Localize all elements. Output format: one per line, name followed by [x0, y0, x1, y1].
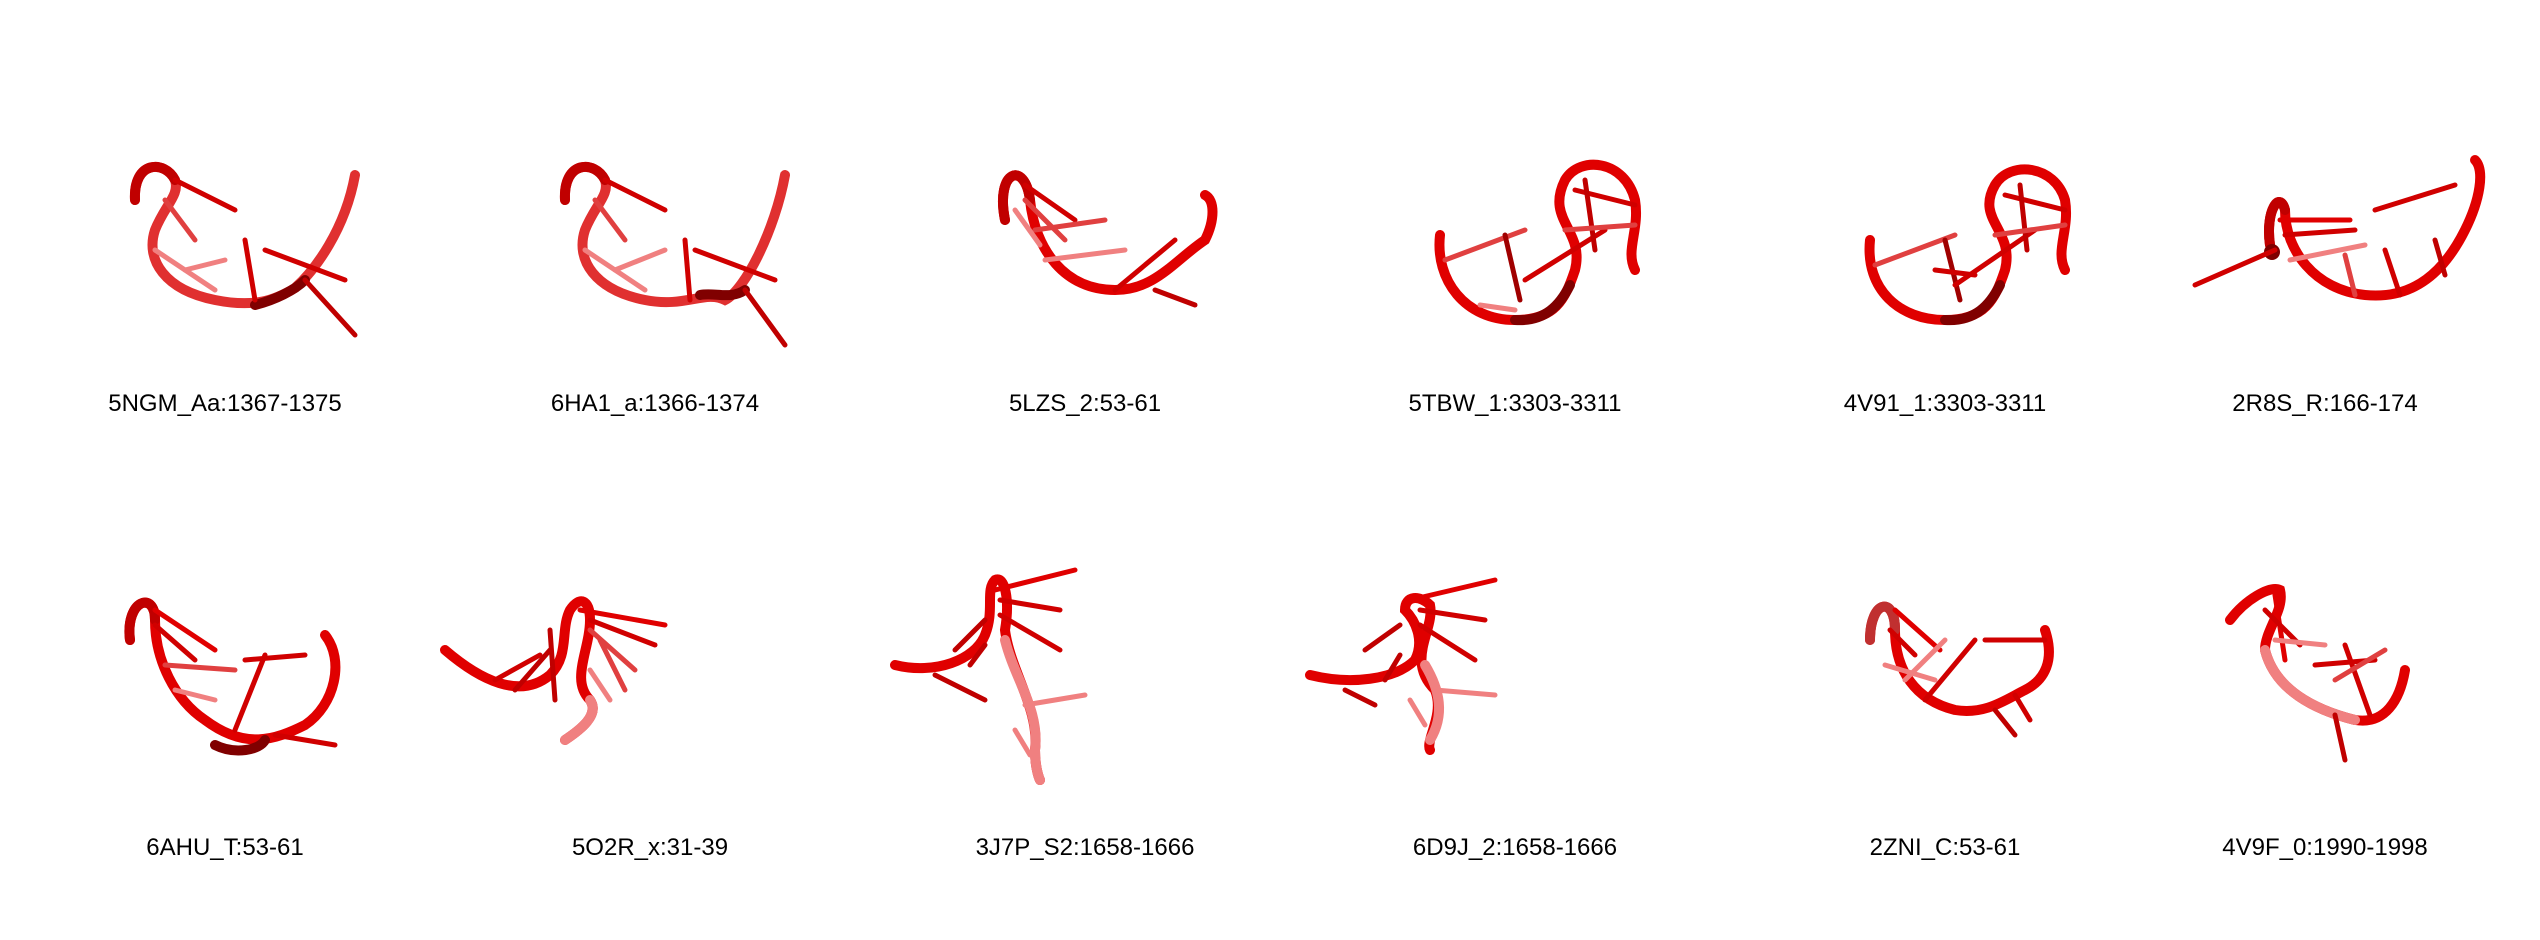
structure-panel: 2ZNI_C:53-61	[1735, 480, 2155, 920]
panel-label: 5O2R_x:31-39	[571, 834, 729, 861]
panel-label: 5NGM_Aa:1367-1375	[108, 390, 342, 417]
rna-structure-image	[998, 170, 1218, 308]
structure-panel: 5TBW_1:3303-3311	[1305, 40, 1725, 480]
panel-label: 6HA1_a:1366-1374	[550, 390, 760, 417]
structure-panel: 3J7P_S2:1658-1666	[875, 480, 1295, 920]
rna-structure-image	[440, 596, 668, 745]
rna-structure-image	[129, 161, 360, 338]
panel-label: 2ZNI_C:53-61	[1869, 834, 2021, 861]
rna-structure-image	[1305, 577, 1498, 755]
rna-structure-image	[1865, 601, 2054, 738]
panel-label: 4V9F_0:1990-1998	[2222, 834, 2428, 861]
structure-panel: 4V9F_0:1990-1998	[2115, 480, 2535, 920]
panel-label: 6D9J_2:1658-1666	[1412, 834, 1618, 861]
rna-structure-image	[1864, 164, 2071, 326]
panel-label: 5LZS_2:53-61	[1008, 390, 1162, 417]
structure-panel: 5NGM_Aa:1367-1375	[15, 40, 435, 480]
rna-structure-image	[2192, 155, 2486, 301]
panel-label: 4V91_1:3303-3311	[1843, 390, 2047, 417]
panel-label: 2R8S_R:166-174	[2232, 390, 2418, 417]
rna-structure-image	[559, 161, 790, 348]
structure-panel: 6AHU_T:53-61	[15, 480, 435, 920]
panel-label: 5TBW_1:3303-3311	[1408, 390, 1622, 417]
structure-panel: 6D9J_2:1658-1666	[1305, 480, 1725, 920]
rna-structure-image	[1434, 159, 1641, 326]
rna-structure-image	[890, 567, 1088, 785]
structure-panel: 5O2R_x:31-39	[440, 480, 860, 920]
structure-panel: 4V91_1:3303-3311	[1735, 40, 2155, 480]
panel-label: 3J7P_S2:1658-1666	[975, 834, 1195, 861]
rna-structure-image	[2225, 584, 2410, 763]
rna-structure-image	[124, 597, 341, 756]
structure-panel: 6HA1_a:1366-1374	[445, 40, 865, 480]
structure-panel: 5LZS_2:53-61	[875, 40, 1295, 480]
panel-label: 6AHU_T:53-61	[146, 834, 304, 861]
structure-panel: 2R8S_R:166-174	[2115, 40, 2535, 480]
